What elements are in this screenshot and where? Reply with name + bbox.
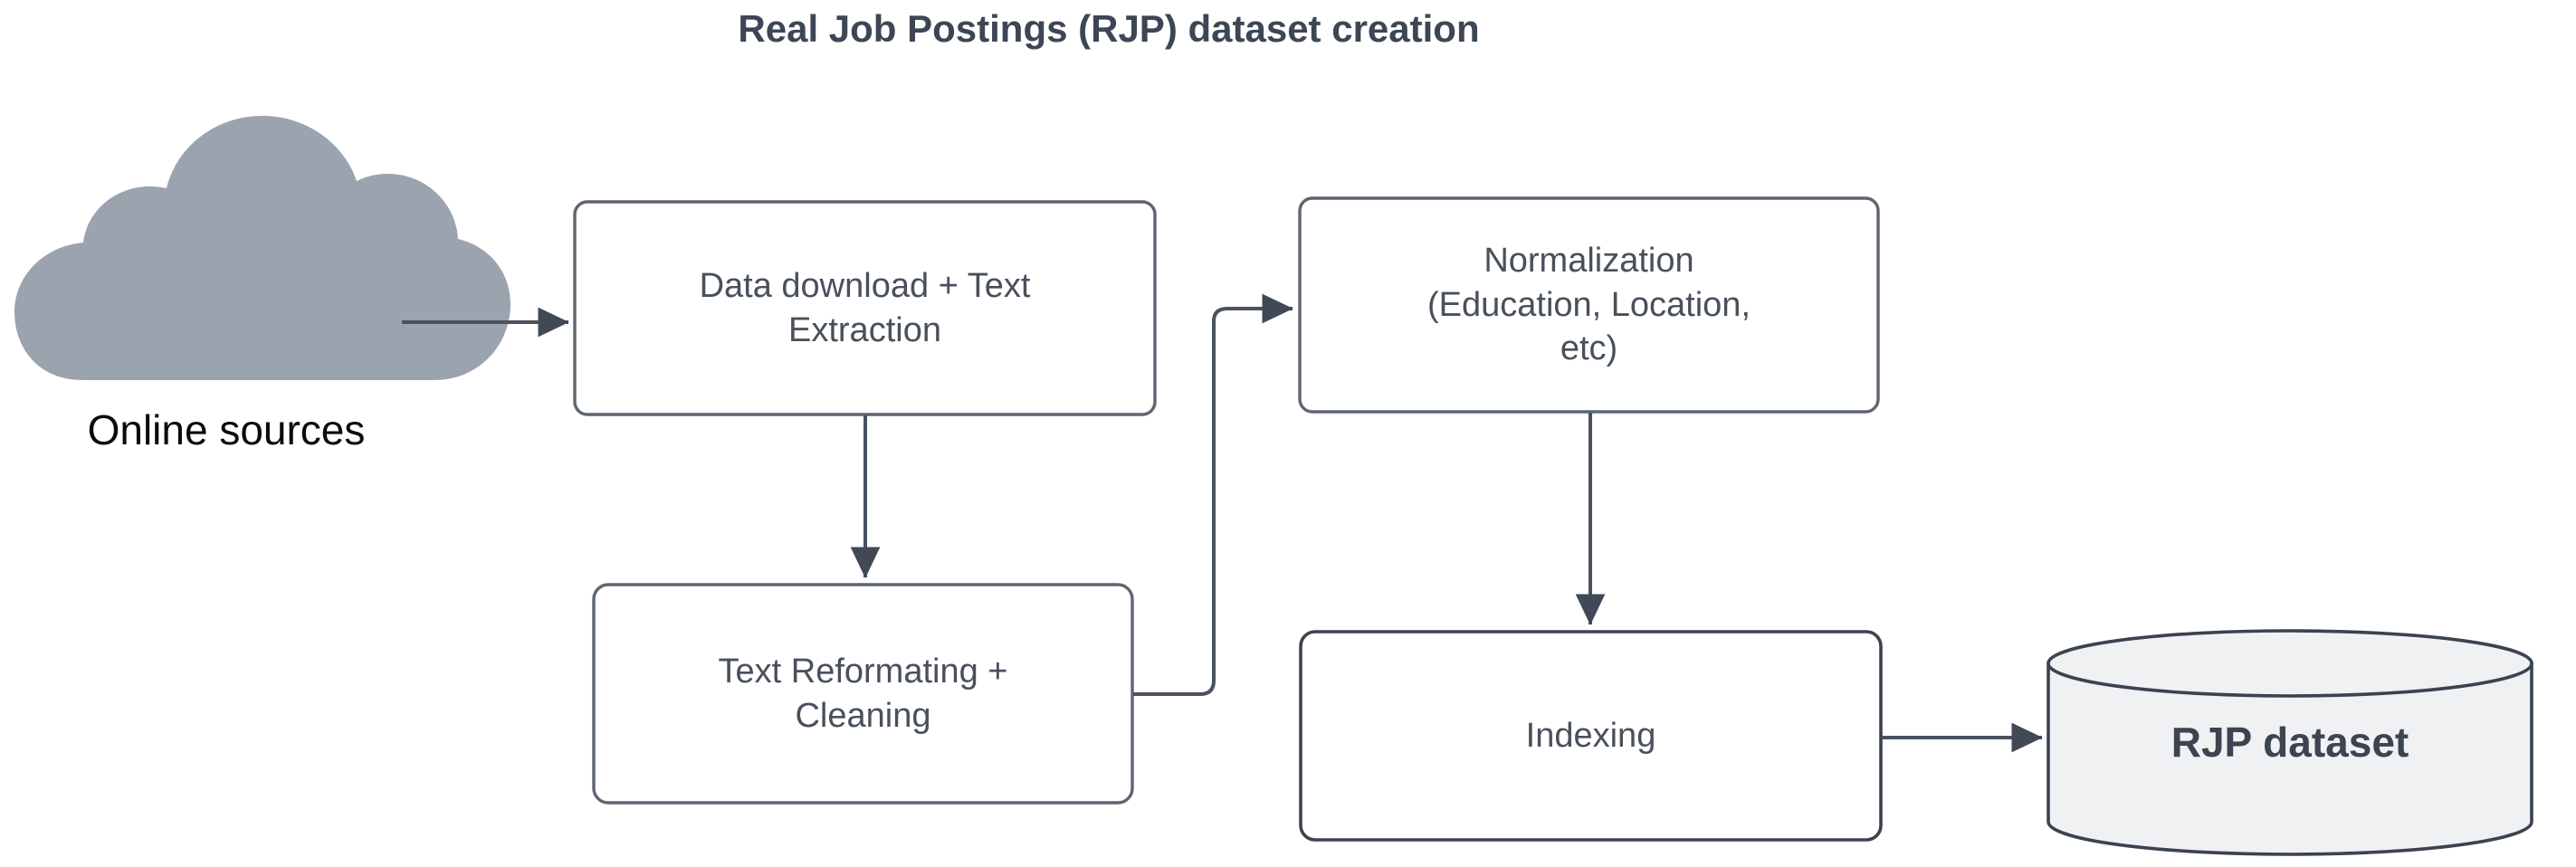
node-text-reformating[interactable] — [592, 583, 1134, 805]
node-normalization[interactable] — [1298, 196, 1880, 414]
cloud-icon — [14, 116, 510, 380]
online-sources-label: Online sources — [87, 406, 366, 453]
node-rjp-dataset[interactable] — [2046, 629, 2533, 856]
node-data-download[interactable] — [573, 200, 1157, 416]
edge-reformating-to-normalization — [1133, 293, 1293, 696]
node-indexing[interactable] — [1299, 630, 1883, 842]
page-title: Real Job Postings (RJP) dataset creation — [738, 7, 1480, 50]
